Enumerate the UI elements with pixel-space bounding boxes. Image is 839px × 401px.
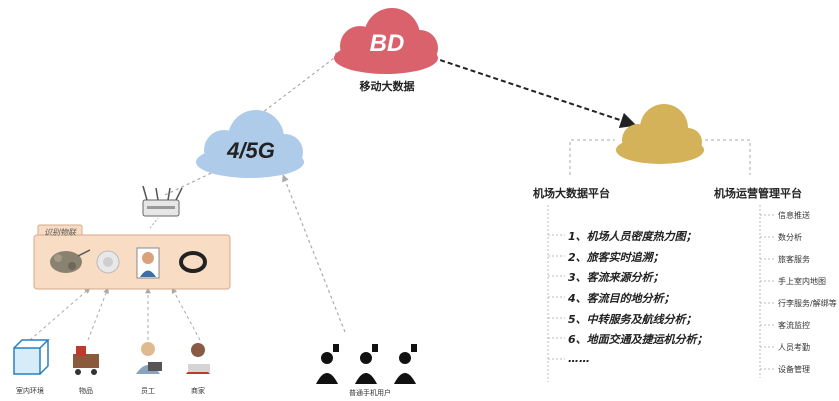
platform-cloud-icon: [616, 104, 704, 164]
ops-item: 旅客服务: [778, 255, 810, 264]
bd-cloud-icon: [334, 8, 438, 74]
connector-5g-to-bd: [249, 51, 343, 123]
ops-item: 手上室内地图: [778, 277, 826, 286]
connector-panel-to-router: [149, 217, 159, 229]
staff-icon: [136, 342, 162, 374]
ops-item: 客流监控: [778, 321, 810, 330]
mobile-user-icon: [316, 344, 339, 384]
mobile-users-label: 普通手机用户: [349, 389, 391, 397]
indoor-environment-icon: [13, 339, 50, 375]
connector-shop-to-panel: [171, 287, 201, 341]
sensing-panel: [33, 224, 231, 290]
mobile-user-icon: [355, 344, 378, 384]
network-cloud-label: 4/5G: [227, 138, 275, 163]
analysis-item: 3、客流来源分析；: [568, 271, 664, 284]
sensor-device-icon: [50, 249, 91, 273]
right-platform-tree-lines: [759, 205, 775, 378]
ops-item: 行李服务/解绑等: [778, 299, 837, 308]
ops-item: 信息推送: [778, 211, 810, 220]
ops-item: 数分析: [778, 233, 802, 242]
platform-branch-lines: [569, 139, 751, 175]
connector-env-to-panel: [29, 287, 91, 341]
wristband-icon: [179, 251, 207, 273]
bd-caption: 移动大数据: [359, 80, 415, 93]
connector-router-to-5g: [164, 167, 223, 196]
indoor-environment-label: 室内环境: [16, 387, 44, 395]
goods-icon: [73, 346, 99, 375]
analysis-item: 6、地面交通及捷运机分析；: [568, 333, 708, 346]
face-id-icon: [136, 247, 160, 279]
goods-label: 物品: [79, 387, 93, 395]
analysis-item: 5、中转服务及航线分析；: [568, 313, 697, 326]
network-cloud-icon: [196, 110, 304, 178]
connector-users-to-5g: [282, 174, 346, 333]
left-platform-tree-lines: [547, 205, 565, 382]
analysis-item: ……: [568, 352, 590, 365]
right-platform-title: 机场运营管理平台: [714, 187, 802, 200]
analysis-item: 4、客流目的地分析；: [568, 292, 675, 305]
sensing-panel-tab: 识别物联: [44, 228, 76, 237]
analysis-item: 1、机场人员密度热力图；: [568, 230, 697, 243]
ops-item: 人员考勤: [778, 343, 810, 352]
connector-goods-to-panel: [87, 287, 109, 341]
router-icon: [142, 185, 183, 217]
mobile-user-icon: [394, 344, 417, 384]
left-platform-title: 机场大数据平台: [533, 187, 610, 200]
merchant-label: 商家: [191, 387, 205, 395]
staff-label: 员工: [141, 387, 155, 395]
bd-cloud-label: BD: [369, 30, 405, 57]
beacon-icon: [96, 250, 120, 274]
analysis-item: 2、旅客实时追溯；: [568, 251, 664, 264]
connector-bd-to-platform: [424, 54, 637, 129]
ops-item: 设备管理: [778, 365, 810, 374]
merchant-icon: [186, 343, 210, 374]
